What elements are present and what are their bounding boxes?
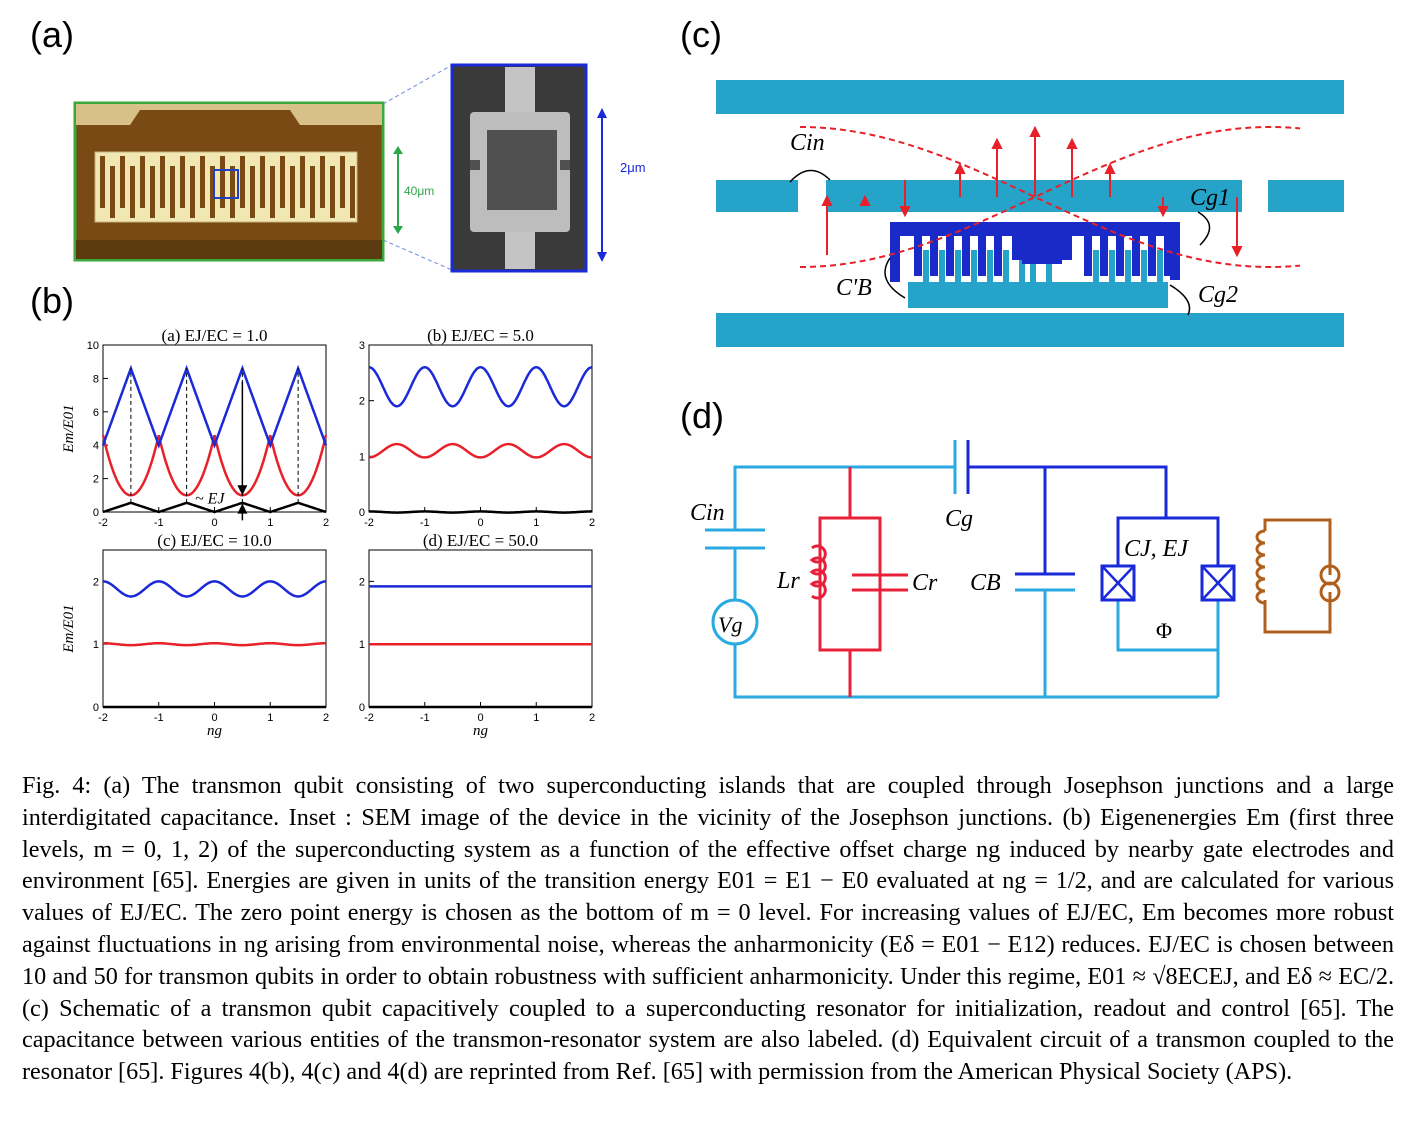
x-tick-label: -2	[98, 517, 108, 529]
y-tick-label: 0	[359, 507, 365, 519]
plot-title: (a) EJ/EC = 1.0	[162, 326, 268, 345]
figure-caption: Fig. 4: (a) The transmon qubit consistin…	[22, 772, 1394, 1086]
x-tick-label: 1	[533, 517, 539, 529]
gap-arrow-head	[237, 485, 248, 496]
energy-level-curve	[103, 642, 326, 647]
y-tick-label: 10	[87, 340, 99, 352]
x-tick-label: -1	[420, 712, 430, 724]
panel-label-c: (c)	[680, 14, 722, 55]
y-axis-label: Em/E01	[61, 604, 77, 653]
x-tick-label: 2	[589, 712, 595, 724]
x-tick-label: 1	[267, 517, 273, 529]
x-tick-label: -1	[154, 517, 164, 529]
x-tick-label: -2	[364, 712, 374, 724]
x-tick-label: 0	[477, 517, 483, 529]
x-tick-label: 2	[589, 517, 595, 529]
energy-level-curve	[103, 580, 326, 598]
label-cin-c: Cin	[790, 130, 825, 156]
label-cin-d: Cin	[690, 500, 725, 526]
ej-annotation: ~ EJ	[195, 490, 225, 507]
gap-arrow-head	[237, 503, 248, 514]
y-tick-label: 1	[359, 639, 365, 651]
x-axis-label: ng	[207, 723, 223, 739]
x-tick-label: 0	[211, 517, 217, 529]
label-cb-prime: C'B	[836, 275, 872, 301]
label-cb: CB	[970, 570, 1001, 596]
scale-2um: 2μm	[620, 160, 646, 175]
panel-a-micrograph: 40μm 2μm	[73, 63, 646, 273]
energy-level-curve	[369, 442, 592, 459]
x-tick-label: -2	[98, 712, 108, 724]
label-phi: Φ	[1156, 618, 1172, 643]
panel-d-circuit: Cin Vg Cg Lr Cr CB CJ, EJ Φ	[690, 440, 1341, 699]
x-tick-label: 0	[477, 712, 483, 724]
label-vg: Vg	[718, 612, 742, 637]
y-tick-label: 2	[93, 576, 99, 588]
y-tick-label: 4	[93, 440, 99, 452]
x-tick-label: 2	[323, 712, 329, 724]
plot-title: (c) EJ/EC = 10.0	[157, 531, 271, 550]
x-tick-label: -1	[420, 517, 430, 529]
y-tick-label: 1	[359, 451, 365, 463]
energy-level-curve	[102, 501, 327, 514]
x-tick-label: -2	[364, 517, 374, 529]
energy-level-curve	[101, 364, 328, 449]
energy-level-curve	[369, 366, 592, 408]
y-tick-label: 3	[359, 340, 365, 352]
panel-label-b: (b)	[30, 280, 74, 321]
panel-label-a: (a)	[30, 14, 74, 55]
panel-label-d: (d)	[680, 395, 724, 436]
y-tick-label: 2	[359, 396, 365, 408]
energy-level-curve	[369, 510, 592, 514]
scale-40um: 40μm	[404, 184, 434, 198]
y-tick-label: 1	[93, 639, 99, 651]
x-tick-label: 1	[267, 712, 273, 724]
x-tick-label: 2	[323, 517, 329, 529]
plot-title: (b) EJ/EC = 5.0	[427, 326, 534, 345]
energy-level-curve	[101, 434, 328, 497]
label-cg: Cg	[945, 506, 973, 532]
label-lr: Lr	[776, 568, 800, 594]
label-cj-ej: CJ, EJ	[1124, 536, 1189, 562]
y-tick-label: 8	[93, 373, 99, 385]
x-tick-label: -1	[154, 712, 164, 724]
plot-title: (d) EJ/EC = 50.0	[423, 531, 538, 550]
label-cr: Cr	[912, 570, 938, 596]
y-axis-label: Em/E01	[61, 404, 77, 453]
x-axis-label: ng	[473, 723, 489, 739]
panel-c-schematic: Cin Cg1 C'B Cg2	[716, 80, 1344, 347]
y-tick-label: 0	[93, 702, 99, 714]
y-tick-label: 0	[93, 507, 99, 519]
x-tick-label: 0	[211, 712, 217, 724]
y-tick-label: 2	[93, 474, 99, 486]
x-tick-label: 1	[533, 712, 539, 724]
label-cg2: Cg2	[1198, 282, 1238, 308]
y-tick-label: 2	[359, 576, 365, 588]
label-cg1: Cg1	[1190, 185, 1230, 211]
y-tick-label: 6	[93, 407, 99, 419]
y-tick-label: 0	[359, 702, 365, 714]
